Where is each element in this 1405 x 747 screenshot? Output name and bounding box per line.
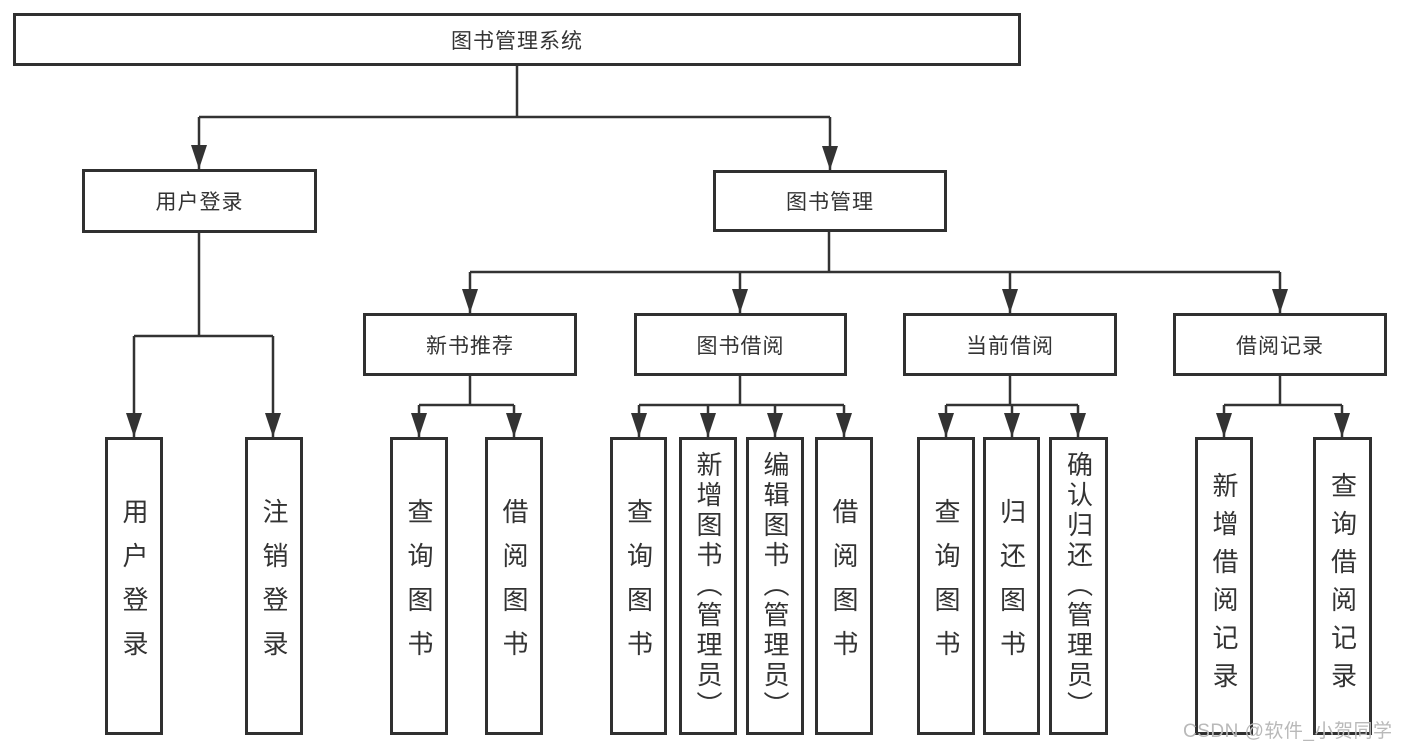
leaf-query-books-recommend: 查询图书: [390, 437, 448, 735]
leaf-add-books-admin: 新增图书（管理员）: [679, 437, 737, 735]
leaf-borrow-books-recommend: 借阅图书: [485, 437, 543, 735]
leaf-query-books-current: 查询图书: [917, 437, 975, 735]
leaf-return-books: 归还图书: [983, 437, 1040, 735]
leaf-add-books-admin-label: 新增图书（管理员）: [693, 451, 723, 721]
node-current-borrow: 当前借阅: [903, 313, 1117, 376]
leaf-confirm-return-admin: 确认归还（管理员）: [1049, 437, 1108, 735]
node-current-borrow-label: 当前借阅: [966, 334, 1054, 358]
leaf-borrow-books-label: 借阅图书: [829, 498, 859, 674]
leaf-user-login: 用户登录: [105, 437, 163, 735]
leaf-query-books-recommend-label: 查询图书: [404, 498, 434, 674]
leaf-borrow-books: 借阅图书: [815, 437, 873, 735]
node-borrow-records: 借阅记录: [1173, 313, 1387, 376]
node-borrow-records-label: 借阅记录: [1236, 334, 1324, 358]
leaf-query-borrow-record-label: 查询借阅记录: [1327, 472, 1358, 700]
node-book-management-label: 图书管理: [786, 191, 874, 214]
leaf-return-books-label: 归还图书: [996, 498, 1027, 674]
leaf-logout: 注销登录: [245, 437, 303, 735]
leaf-edit-books-admin-label: 编辑图书（管理员）: [760, 451, 790, 721]
leaf-add-borrow-record: 新增借阅记录: [1195, 437, 1253, 735]
node-user-login: 用户登录: [82, 169, 317, 233]
leaf-borrow-books-recommend-label: 借阅图书: [499, 498, 529, 674]
leaf-add-borrow-record-label: 新增借阅记录: [1209, 472, 1239, 700]
node-root-label: 图书管理系统: [451, 29, 583, 53]
leaf-user-login-label: 用户登录: [119, 498, 149, 674]
node-new-book-recommend: 新书推荐: [363, 313, 577, 376]
csdn-watermark: CSDN @软件_小贺同学: [1183, 721, 1393, 742]
node-user-login-label: 用户登录: [155, 191, 244, 214]
node-book-borrow-label: 图书借阅: [696, 334, 785, 358]
leaf-confirm-return-admin-label: 确认归还（管理员）: [1063, 451, 1094, 721]
leaf-edit-books-admin: 编辑图书（管理员）: [746, 437, 804, 735]
leaf-query-books-current-label: 查询图书: [931, 498, 961, 674]
node-book-management: 图书管理: [713, 170, 947, 232]
node-root-library-system: 图书管理系统: [13, 13, 1021, 66]
leaf-query-books-borrow-label: 查询图书: [623, 498, 654, 674]
leaf-query-books-borrow: 查询图书: [610, 437, 667, 735]
node-book-borrow: 图书借阅: [634, 313, 847, 376]
leaf-logout-label: 注销登录: [259, 498, 289, 674]
leaf-query-borrow-record: 查询借阅记录: [1313, 437, 1372, 735]
node-new-book-recommend-label: 新书推荐: [426, 334, 514, 358]
